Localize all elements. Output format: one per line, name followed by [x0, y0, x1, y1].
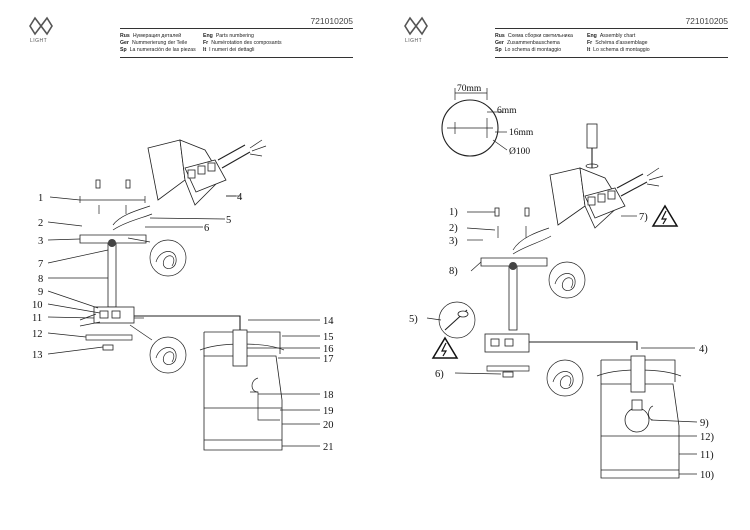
- step-label-4: 4): [699, 344, 708, 355]
- ceiling-plate-drawing: [79, 179, 153, 308]
- part-label-17: 17: [323, 354, 334, 365]
- part-label-5: 5: [226, 215, 231, 226]
- part-label-4: 4: [237, 192, 243, 203]
- article-number: 721010205: [310, 16, 353, 26]
- step-leaders: [426, 211, 698, 475]
- screwdriver-drawing: [585, 123, 599, 169]
- drill-detail: [431, 301, 476, 359]
- step-label-8: 8): [449, 266, 458, 277]
- step-label-2: 2): [449, 223, 458, 234]
- logo-text: LIGHT: [30, 38, 48, 44]
- part-label-9: 9: [38, 287, 43, 298]
- junction-box-drawing: [147, 139, 267, 206]
- step-label-11: 11): [700, 450, 714, 461]
- right-leaders: [145, 195, 320, 447]
- part-label-1: 1: [38, 193, 43, 204]
- part-label-15: 15: [323, 332, 334, 343]
- brand-logo-icon: [29, 16, 53, 36]
- step-label-9: 9): [700, 418, 709, 429]
- part-label-2: 2: [38, 218, 43, 229]
- part-label-21: 21: [323, 442, 334, 453]
- mounting-dimension-detail: 70mm 6mm 16mm Ø100: [441, 84, 534, 157]
- part-label-11: 11: [32, 313, 42, 324]
- step-label-6: 6): [435, 369, 444, 380]
- brand-logo-icon: [404, 16, 428, 36]
- part-label-7: 7: [38, 259, 43, 270]
- part-label-19: 19: [323, 406, 334, 417]
- part-label-16: 16: [323, 344, 334, 355]
- parts-diagram: 1 2 3 7 8 9 10 11 12 13 4 5 6 14 15 16 1…: [32, 139, 334, 453]
- lamp-shade-drawing: [596, 355, 682, 479]
- step-label-7: 7): [639, 212, 648, 223]
- electrical-warning-icon: [651, 204, 679, 227]
- step-label-3: 3): [449, 236, 458, 247]
- part-label-13: 13: [32, 350, 43, 361]
- step-label-10: 10): [700, 470, 715, 481]
- junction-box-drawing: [549, 167, 664, 229]
- left-leaders: [47, 196, 109, 355]
- assembly-diagram: 70mm 6mm 16mm Ø100: [409, 84, 715, 481]
- dimension-diameter: Ø100: [509, 147, 530, 157]
- part-label-18: 18: [323, 390, 334, 401]
- logo-text: LIGHT: [405, 38, 423, 44]
- dimension-70mm: 70mm: [457, 84, 482, 94]
- dimension-6mm: 6mm: [497, 106, 517, 116]
- part-label-10: 10: [32, 300, 43, 311]
- part-label-14: 14: [323, 316, 334, 327]
- lower-plate-drawing: [484, 333, 638, 397]
- article-number: 721010205: [685, 16, 728, 26]
- part-label-12: 12: [32, 329, 43, 340]
- lamp-shade-drawing: [199, 329, 285, 451]
- step-label-12: 12): [700, 432, 715, 443]
- header-rule-bottom: [495, 57, 728, 58]
- part-label-3: 3: [38, 236, 43, 247]
- header-rule-top: [120, 28, 353, 29]
- lower-plate-drawing: [79, 306, 241, 374]
- part-label-8: 8: [38, 274, 43, 285]
- wire-detail-1: [127, 237, 187, 277]
- ceiling-plate-drawing: [480, 207, 586, 331]
- part-label-6: 6: [204, 223, 209, 234]
- header-rule-bottom: [120, 57, 353, 58]
- step-label-5: 5): [409, 314, 418, 325]
- dimension-16mm: 16mm: [509, 128, 534, 138]
- part-label-20: 20: [323, 420, 334, 431]
- step-label-1: 1): [449, 207, 458, 218]
- header-rule-top: [495, 28, 728, 29]
